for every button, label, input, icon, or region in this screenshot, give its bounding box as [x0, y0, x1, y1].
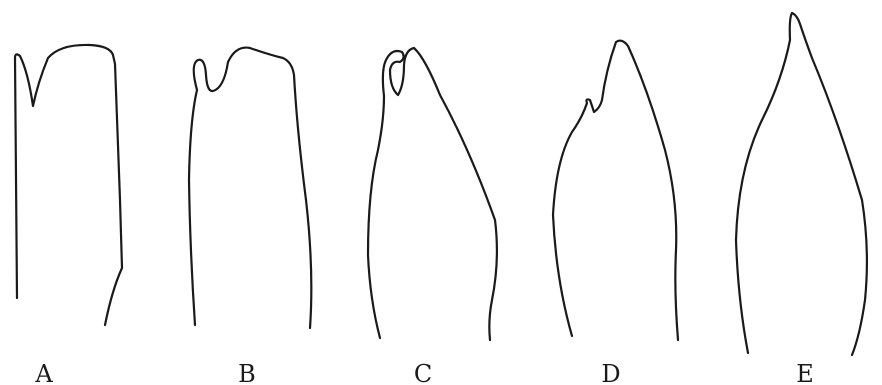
panel-c-outline	[366, 46, 498, 342]
panel-d-outline	[551, 39, 680, 342]
panel-c-label: C	[414, 360, 432, 385]
panel-b-label: B	[238, 360, 256, 385]
panel-c: C	[366, 46, 498, 385]
panel-b-outline	[187, 46, 313, 330]
panel-e-label: E	[796, 360, 814, 385]
panel-a-label: A	[34, 360, 53, 385]
panel-e-outline	[734, 11, 869, 357]
panel-e: E	[734, 11, 869, 385]
panel-d-label: D	[601, 360, 620, 385]
panel-d: D	[551, 39, 680, 385]
panel-a-outline	[13, 43, 124, 327]
panel-b: B	[187, 46, 313, 385]
panel-a: A	[13, 43, 124, 385]
